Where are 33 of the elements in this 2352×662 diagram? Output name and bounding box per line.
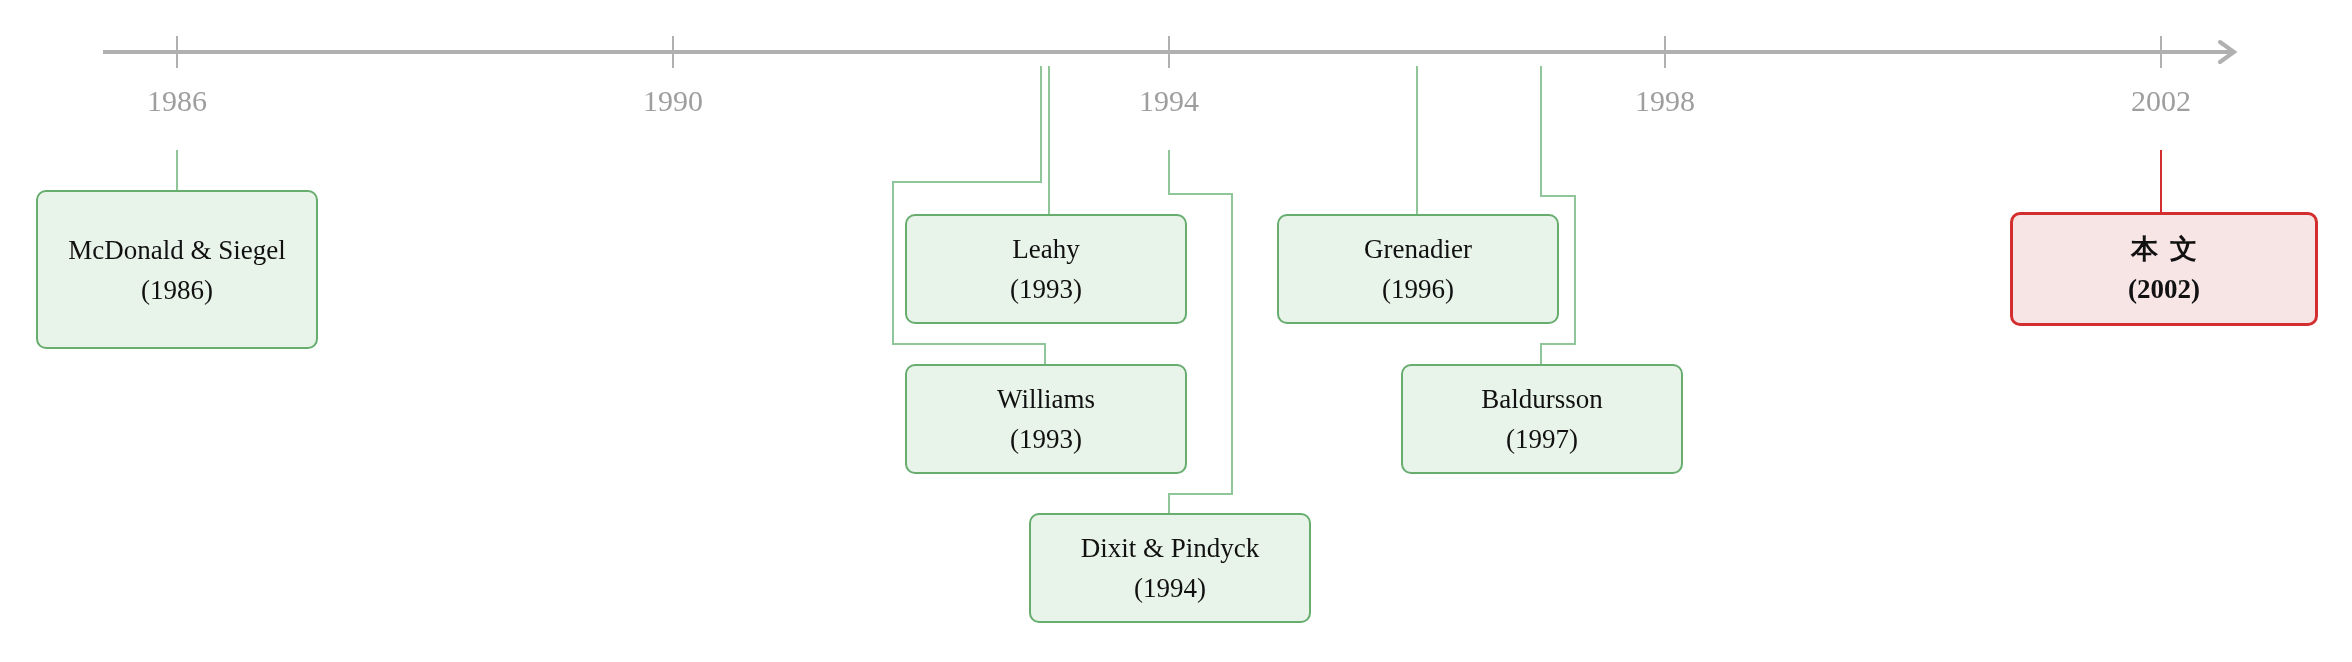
year-label: 2002 [2131,84,2191,118]
year-text: (2002) [2128,273,2200,306]
author-text: Dixit & Pindyck [1080,532,1260,565]
year-text: (1993) [1010,423,1082,456]
author-text: 本文 [2131,233,2209,266]
event-box [905,364,1187,474]
leader-line [1048,65,1050,215]
leader-line [892,65,1046,365]
author-text: Leahy [1012,233,1080,266]
year-label: 1994 [1139,84,1199,118]
year-text: (1986) [141,273,213,307]
event-box [1401,364,1683,474]
event-box [36,190,318,349]
author-text: Williams [997,383,1095,416]
year-text: (1996) [1382,273,1454,306]
leader-line [2160,149,2162,213]
event-box [2010,212,2318,326]
leader-line [1540,65,1576,365]
leader-line [176,149,178,191]
year-label: 1998 [1635,84,1695,118]
author-text: Grenadier [1364,233,1472,266]
year-text: (1994) [1134,572,1206,605]
author-text: Baldursson [1481,383,1603,416]
year-text: (1997) [1506,423,1578,456]
event-box [1029,513,1311,623]
year-label: 1990 [643,84,703,118]
year-label: 1986 [147,84,207,118]
event-box [1277,214,1559,324]
leader-line [1168,149,1233,514]
author-text: McDonald & Siegel [68,233,286,267]
event-box [905,214,1187,324]
year-text: (1993) [1010,273,1082,306]
leader-line [1416,65,1418,215]
